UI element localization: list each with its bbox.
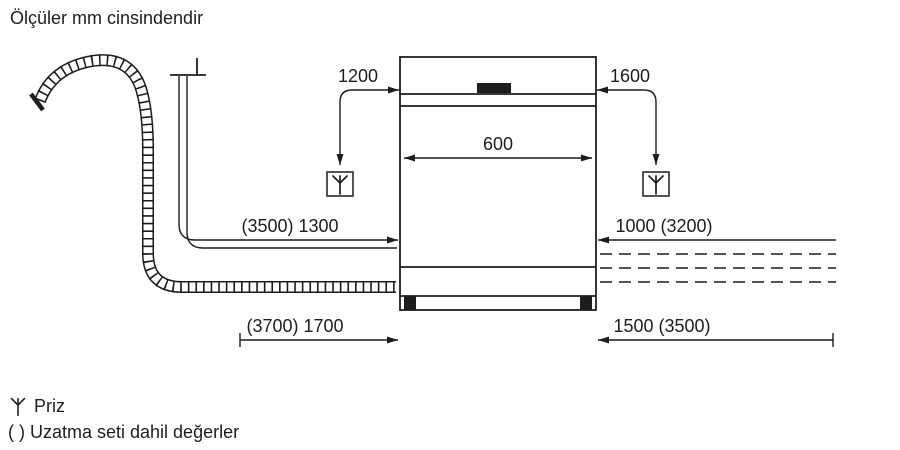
dimension-width: 600 [404, 134, 592, 162]
dimension-label-drain-right: 1500 (3500) [613, 316, 710, 336]
appliance-foot-left [404, 296, 416, 310]
drain-hose-ribs [34, 54, 396, 293]
dimension-label-drain-left: (3700) 1700 [246, 316, 343, 336]
dimension-drain-left: (3700) 1700 [239, 316, 398, 347]
appliance-door-handle [477, 83, 511, 93]
dimension-drain-right: 1500 (3500) [598, 316, 834, 347]
supply-hose-line-b [186, 76, 397, 249]
drain-hose-end-cap [29, 92, 45, 112]
dimension-line-power-right [597, 86, 660, 165]
dimension-line-power-left [336, 86, 399, 165]
dimension-label-power-left: 1200 [338, 66, 378, 86]
dimension-label-supply-left: (3500) 1300 [241, 216, 338, 236]
dimension-label-power-right: 1600 [610, 66, 650, 86]
dimension-power-left: 1200 [326, 66, 399, 197]
appliance-foot-right [580, 296, 592, 310]
water-tap-icon [170, 58, 206, 76]
water-supply-hose [178, 76, 398, 249]
legend: Priz ( ) Uzatma seti dahil değerler [8, 396, 239, 442]
appliance-body [399, 56, 597, 311]
page-title: Ölçüler mm cinsindendir [10, 8, 203, 28]
appliance-outline [399, 56, 597, 311]
dimension-power-right: 1600 [597, 66, 670, 197]
legend-extension-note: ( ) Uzatma seti dahil değerler [8, 422, 239, 442]
corrugated-drain-hose [29, 54, 396, 293]
dimension-supply-right: 1000 (3200) [598, 216, 836, 283]
legend-socket-label: Priz [34, 396, 65, 416]
legend-socket-icon [10, 397, 26, 417]
dimension-label-supply-right: 1000 (3200) [615, 216, 712, 236]
dimension-label-width: 600 [483, 134, 513, 154]
supply-hose-line-a [178, 76, 398, 244]
